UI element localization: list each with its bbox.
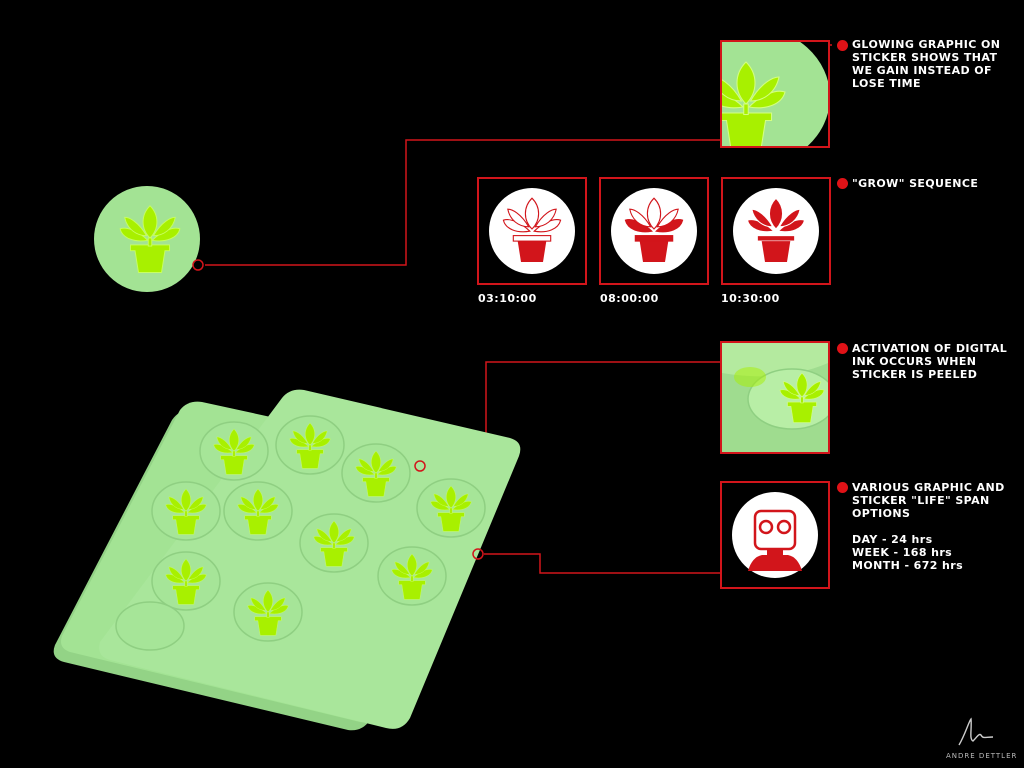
grow-stage-frame-1	[477, 177, 587, 285]
callout-line: DAY - 24 hrs	[852, 533, 933, 546]
callout-line	[852, 520, 1005, 533]
lifespan-frame	[720, 481, 830, 589]
peel-closeup-image	[722, 343, 828, 452]
grow-stage-frame-3	[721, 177, 831, 285]
robot-face-icon	[732, 492, 818, 578]
callout-line: MONTH - 672 hrs	[852, 559, 964, 572]
callout-line: "GROW" SEQUENCE	[852, 177, 979, 190]
callout-lifespan: VARIOUS GRAPHIC AND STICKER "LIFE" SPAN …	[852, 481, 1005, 572]
bullet-lifespan	[837, 482, 848, 493]
bullet-peel	[837, 343, 848, 354]
large-sticker	[94, 186, 204, 292]
grow-stage-frame-2	[599, 177, 709, 285]
bullet-glow	[837, 40, 848, 51]
callout-grow-sequence: "GROW" SEQUENCE	[852, 177, 978, 190]
callout-line: INK OCCURS WHEN	[852, 355, 977, 368]
signature-name: ANDRE DETTLER	[946, 752, 1018, 760]
callout-line: WE GAIN INSTEAD OF	[852, 64, 992, 77]
callout-line: STICKER IS PEELED	[852, 368, 978, 381]
plant-closeup-image	[722, 42, 828, 146]
grow-stage-3-icon	[733, 188, 819, 274]
callout-line: WEEK - 168 hrs	[852, 546, 953, 559]
callout-line: GLOWING GRAPHIC ON	[852, 38, 1001, 51]
callout-line: LOSE TIME	[852, 77, 921, 90]
closeup-glow-frame	[720, 40, 830, 148]
callout-line: STICKER "LIFE" SPAN	[852, 494, 990, 507]
grow-time-2: 08:00:00	[600, 292, 659, 305]
grow-time-3: 10:30:00	[721, 292, 780, 305]
peel-closeup-frame	[720, 341, 830, 454]
grow-stage-2-icon	[611, 188, 697, 274]
callout-line: STICKER SHOWS THAT	[852, 51, 998, 64]
grow-stage-1-icon	[489, 188, 575, 274]
bullet-grow	[837, 178, 848, 189]
grow-time-1: 03:10:00	[478, 292, 537, 305]
callout-glowing-graphic: GLOWING GRAPHIC ON STICKER SHOWS THAT WE…	[852, 38, 1000, 90]
callout-line: VARIOUS GRAPHIC AND	[852, 481, 1005, 494]
callout-activation: ACTIVATION OF DIGITAL INK OCCURS WHEN ST…	[852, 342, 1007, 381]
signature-logo	[958, 717, 994, 746]
sticker-sheets	[53, 389, 521, 731]
callout-line: ACTIVATION OF DIGITAL	[852, 342, 1008, 355]
callout-line: OPTIONS	[852, 507, 911, 520]
